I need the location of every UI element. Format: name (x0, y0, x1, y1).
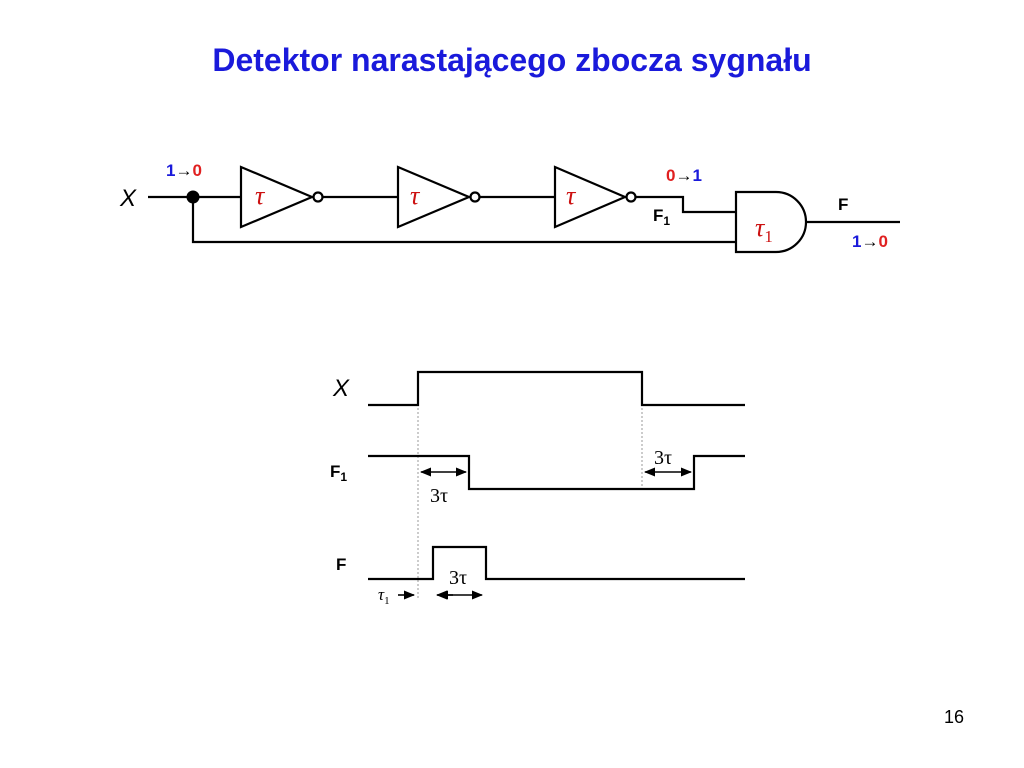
f1-fall-delay-label: 3τ (430, 485, 448, 507)
and-gate: τ1 (734, 190, 808, 254)
circuit-diagram: X 1→0 τ τ τ 0→1 F1 (119, 161, 900, 254)
f1-rise-delay-label: 3τ (654, 447, 672, 469)
inverter-1: τ (239, 165, 324, 229)
bypass-wire (191, 197, 736, 244)
slide-title: Detektor narastającego zbocza sygnału (212, 42, 812, 78)
and-gate-delay: τ1 (755, 213, 773, 246)
signal-x-waveform (368, 370, 745, 407)
inverter-2: τ (396, 165, 481, 229)
input-x-label: X (119, 185, 137, 212)
output-label: F (838, 195, 848, 214)
f1-transition: 0→1 (666, 166, 702, 185)
signal-f-waveform (368, 545, 745, 581)
input-transition: 1→0 (166, 161, 202, 180)
inverter-1-delay: τ (255, 181, 266, 210)
inverter-3: τ (553, 165, 637, 229)
f1-wire (636, 195, 736, 214)
f-pulse-width-label: 3τ (449, 567, 467, 589)
output-transition: 1→0 (852, 232, 888, 251)
page-number: 16 (943, 707, 964, 727)
signal-x-label: X (332, 375, 350, 402)
inverter-3-delay: τ (566, 181, 577, 210)
signal-f1-label: F1 (330, 462, 347, 484)
f1-label: F1 (653, 206, 670, 228)
timing-diagram: X F1 3τ 3τ F 3τ τ1 (330, 370, 745, 607)
gate-delay-label: τ1 (378, 585, 390, 607)
signal-f1-waveform (368, 454, 745, 491)
inverter-2-delay: τ (410, 181, 421, 210)
signal-f-label: F (336, 555, 346, 574)
